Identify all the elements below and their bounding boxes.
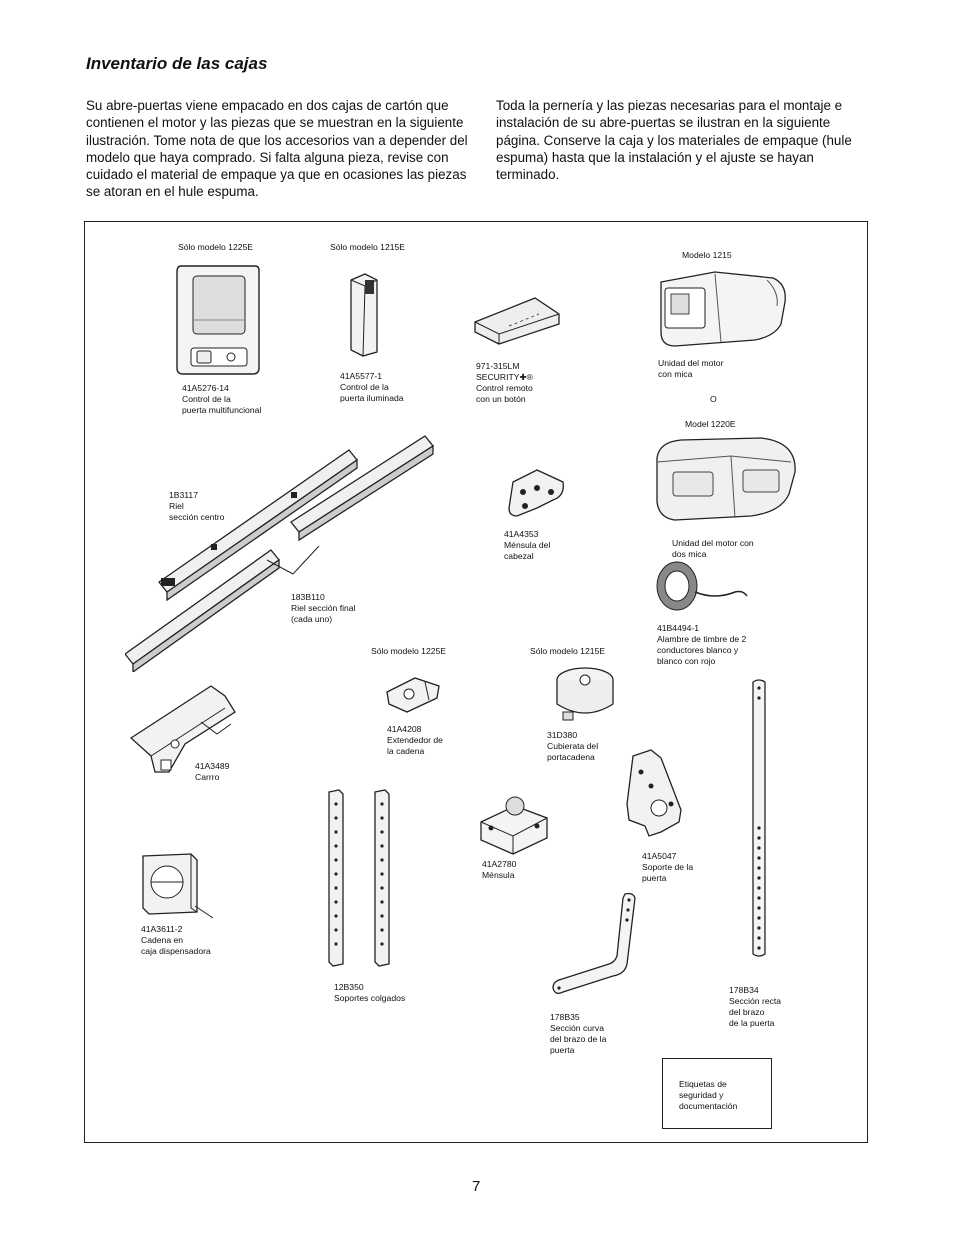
motor-two-lens-caption: Unidad del motor con dos mica <box>672 538 754 559</box>
straight-arm-illustration <box>752 679 766 957</box>
hanging-brackets-illustration <box>328 789 390 967</box>
page-title: Inventario de las cajas <box>86 54 268 73</box>
remote-caption: 971-315LM SECURITY✚® Control remoto con … <box>476 361 533 404</box>
curved-arm-illustration <box>552 892 636 994</box>
sprocket-cover-illustration <box>556 667 614 721</box>
multifunction-control-illustration <box>176 265 260 375</box>
or-label: O <box>710 394 717 404</box>
labels-documentation-box: Etiquetas de seguridad y documentación <box>662 1058 772 1129</box>
hangers-caption: 12B350 Soportes colgados <box>334 982 406 1003</box>
note-1225e-mid: Sólo modelo 1225E <box>371 646 447 656</box>
motor-one-lens-caption: Unidad del motor con mica <box>658 358 724 379</box>
motor-unit-1215-illustration <box>660 271 786 347</box>
bracket-illustration <box>480 796 548 855</box>
header-bracket-caption: 41A4353 Ménsula del cabezal <box>504 529 551 561</box>
chain-spreader-caption: 41A4208 Extendedor de la cadena <box>387 724 443 756</box>
note-1215e-mid: Sólo modelo 1215E <box>530 646 606 656</box>
chain-dispenser-illustration <box>142 853 214 919</box>
straight-arm-caption: 178B34 Sección recta del brazo de la pue… <box>729 985 782 1028</box>
trolley-illustration <box>129 685 236 773</box>
multifunction-control-caption: 41A5276-14 Control de la puerta multifun… <box>182 383 262 415</box>
intro-paragraph-left: Su abre-puertas viene empacado en dos ca… <box>86 98 468 200</box>
note-1215e-top: Sólo modelo 1215E <box>330 242 406 252</box>
rail-sections-illustration <box>125 435 434 672</box>
door-bracket-caption: 41A5047 Soporte de la puerta <box>642 851 694 883</box>
bell-wire-illustration <box>656 561 748 611</box>
curved-arm-caption: 178B35 Sección curva del brazo de la pue… <box>550 1012 607 1055</box>
rail-end-caption: 183B110 Riel sección final (cada uno) <box>291 592 356 624</box>
model-1215-label: Modelo 1215 <box>682 250 732 260</box>
rail-center-caption: 1B3117 Riel sección centro <box>169 490 225 522</box>
motor-unit-1220e-illustration <box>656 437 796 521</box>
bell-wire-caption: 41B4494-1 Alambre de timbre de 2 conduct… <box>657 623 747 666</box>
remote-control-illustration <box>474 297 560 345</box>
note-1225e-top: Sólo modelo 1225E <box>178 242 254 252</box>
lighted-control-caption: 41A5577-1 Control de la puerta iluminada <box>340 371 404 403</box>
model-1220e-label: Model 1220E <box>685 419 736 429</box>
door-bracket-illustration <box>626 749 682 837</box>
page-number: 7 <box>472 1178 481 1195</box>
chain-caption: 41A3611-2 Cadena en caja dispensadora <box>141 924 211 956</box>
sprocket-cover-caption: 31D380 Cubierata del portacadena <box>547 730 599 762</box>
labels-documentation-text: Etiquetas de seguridad y documentación <box>679 1079 738 1111</box>
parts-inventory-frame: Sólo modelo 1225E Sólo modelo 1215E Mode… <box>84 221 868 1143</box>
intro-paragraph-right: Toda la pernería y las piezas necesarias… <box>496 98 852 183</box>
lighted-control-illustration <box>350 273 378 357</box>
chain-spreader-illustration <box>386 677 440 713</box>
trolley-caption: 41A3489 Carrro <box>195 761 230 782</box>
bracket-caption: 41A2780 Ménsula <box>482 859 517 880</box>
header-bracket-illustration <box>508 469 564 517</box>
